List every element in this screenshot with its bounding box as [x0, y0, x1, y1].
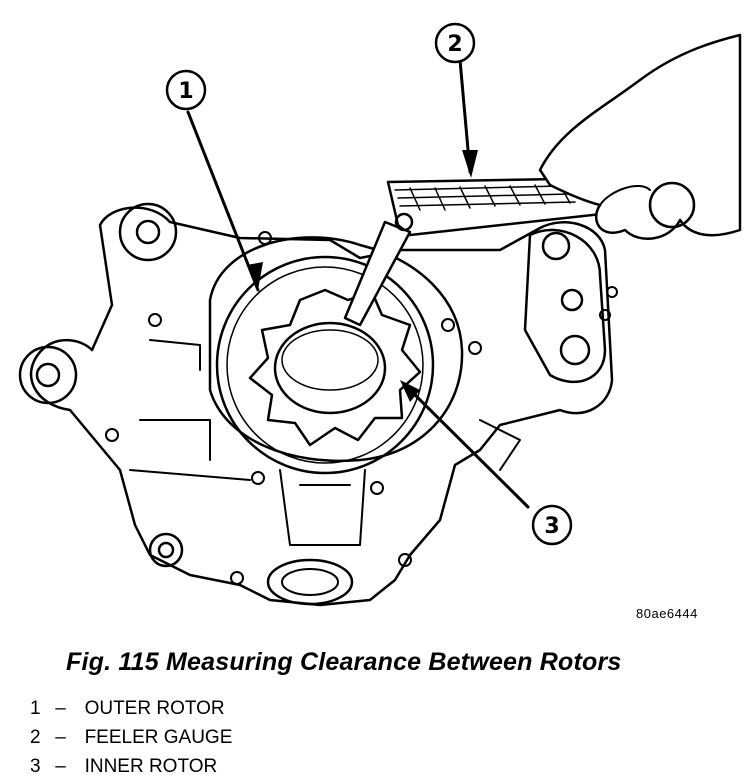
feeler-gauge-knurling	[394, 184, 576, 211]
right-bracket	[523, 228, 607, 384]
legend-label: OUTER ROTOR	[84, 698, 225, 719]
outer-rotor	[215, 255, 435, 475]
legend-label: INNER ROTOR	[84, 756, 218, 777]
callout-3-number: 3	[544, 514, 559, 539]
callout-3: 3	[531, 504, 573, 546]
figure-caption: Fig. 115 Measuring Clearance Between Rot…	[66, 648, 622, 676]
legend-item: 2 – FEELER GAUGE	[30, 723, 232, 752]
legend-list: 1 – OUTER ROTOR 2 – FEELER GAUGE 3 – INN…	[30, 694, 232, 781]
legend-item: 3 – INNER ROTOR	[30, 752, 232, 781]
legend-label: FEELER GAUGE	[84, 727, 233, 748]
mount-ear-left	[18, 345, 78, 405]
legend-number: 2	[30, 727, 41, 748]
bolt-holes	[105, 231, 618, 585]
flange-ring	[208, 236, 464, 463]
callout-2: 2	[434, 22, 476, 64]
oil-pump-rotor-illustration: 1 2 3	[18, 22, 742, 607]
legend-dash: –	[55, 727, 66, 748]
inner-rotor-bore	[273, 321, 387, 415]
legend-item: 1 – OUTER ROTOR	[30, 694, 232, 723]
callout-1: 1	[165, 69, 207, 111]
figure-code: 80ae6444	[636, 606, 698, 621]
pump-housing	[29, 206, 614, 607]
callout-1-number: 1	[178, 79, 193, 104]
legend-dash: –	[55, 698, 66, 719]
housing-ribs	[129, 214, 521, 546]
mount-boss-upper-left	[118, 202, 178, 262]
arrowheads	[247, 150, 478, 402]
legend-number: 3	[30, 756, 41, 777]
callout-2-number: 2	[447, 32, 462, 57]
outlet-port	[266, 558, 354, 606]
legend-dash: –	[55, 756, 66, 777]
legend-number: 1	[30, 698, 41, 719]
inner-rotor	[248, 288, 422, 447]
